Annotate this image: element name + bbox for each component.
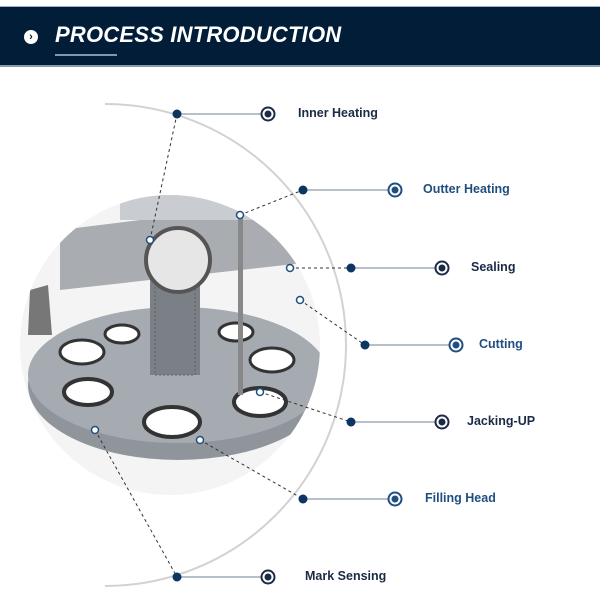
- machine-photo: [20, 195, 320, 495]
- target-dot-icon: [452, 341, 460, 349]
- anchor-dot-icon: [172, 109, 182, 119]
- process-label: Outter Heating: [423, 182, 510, 196]
- dashed-leader-line: [239, 189, 304, 216]
- target-dot-icon: [438, 418, 446, 426]
- chevron-right-icon: ›: [24, 30, 38, 44]
- source-dot-icon: [285, 263, 295, 273]
- target-dot-icon: [264, 110, 272, 118]
- anchor-dot-icon: [360, 340, 370, 350]
- anchor-dot-icon: [298, 494, 308, 504]
- target-dot-icon: [264, 573, 272, 581]
- process-label: Filling Head: [425, 491, 496, 505]
- anchor-dot-icon: [298, 185, 308, 195]
- dashed-leader-line: [94, 429, 178, 578]
- dashed-leader-line: [299, 299, 366, 346]
- source-dot-icon: [195, 435, 205, 445]
- outline-arc: [104, 103, 347, 587]
- process-label: Inner Heating: [298, 106, 378, 120]
- source-dot-icon: [145, 235, 155, 245]
- process-label: Jacking-UP: [467, 414, 536, 428]
- anchor-dot-icon: [346, 417, 356, 427]
- page-title: PROCESS INTRODUCTION: [55, 22, 342, 47]
- target-dot-icon: [438, 264, 446, 272]
- process-label: Sealing: [471, 260, 516, 274]
- process-label: Mark Sensing: [305, 569, 387, 583]
- dashed-leader-line: [259, 391, 352, 423]
- target-dot-icon: [391, 186, 399, 194]
- dashed-leader-line: [199, 439, 304, 500]
- source-dot-icon: [295, 295, 305, 305]
- source-dot-icon: [235, 210, 245, 220]
- header-banner: › PROCESS INTRODUCTION: [0, 6, 600, 67]
- title-underline: [55, 54, 117, 56]
- source-dot-icon: [90, 425, 100, 435]
- process-label: Cutting: [479, 337, 523, 351]
- anchor-dot-icon: [346, 263, 356, 273]
- source-dot-icon: [255, 387, 265, 397]
- target-dot-icon: [391, 495, 399, 503]
- anchor-dot-icon: [172, 572, 182, 582]
